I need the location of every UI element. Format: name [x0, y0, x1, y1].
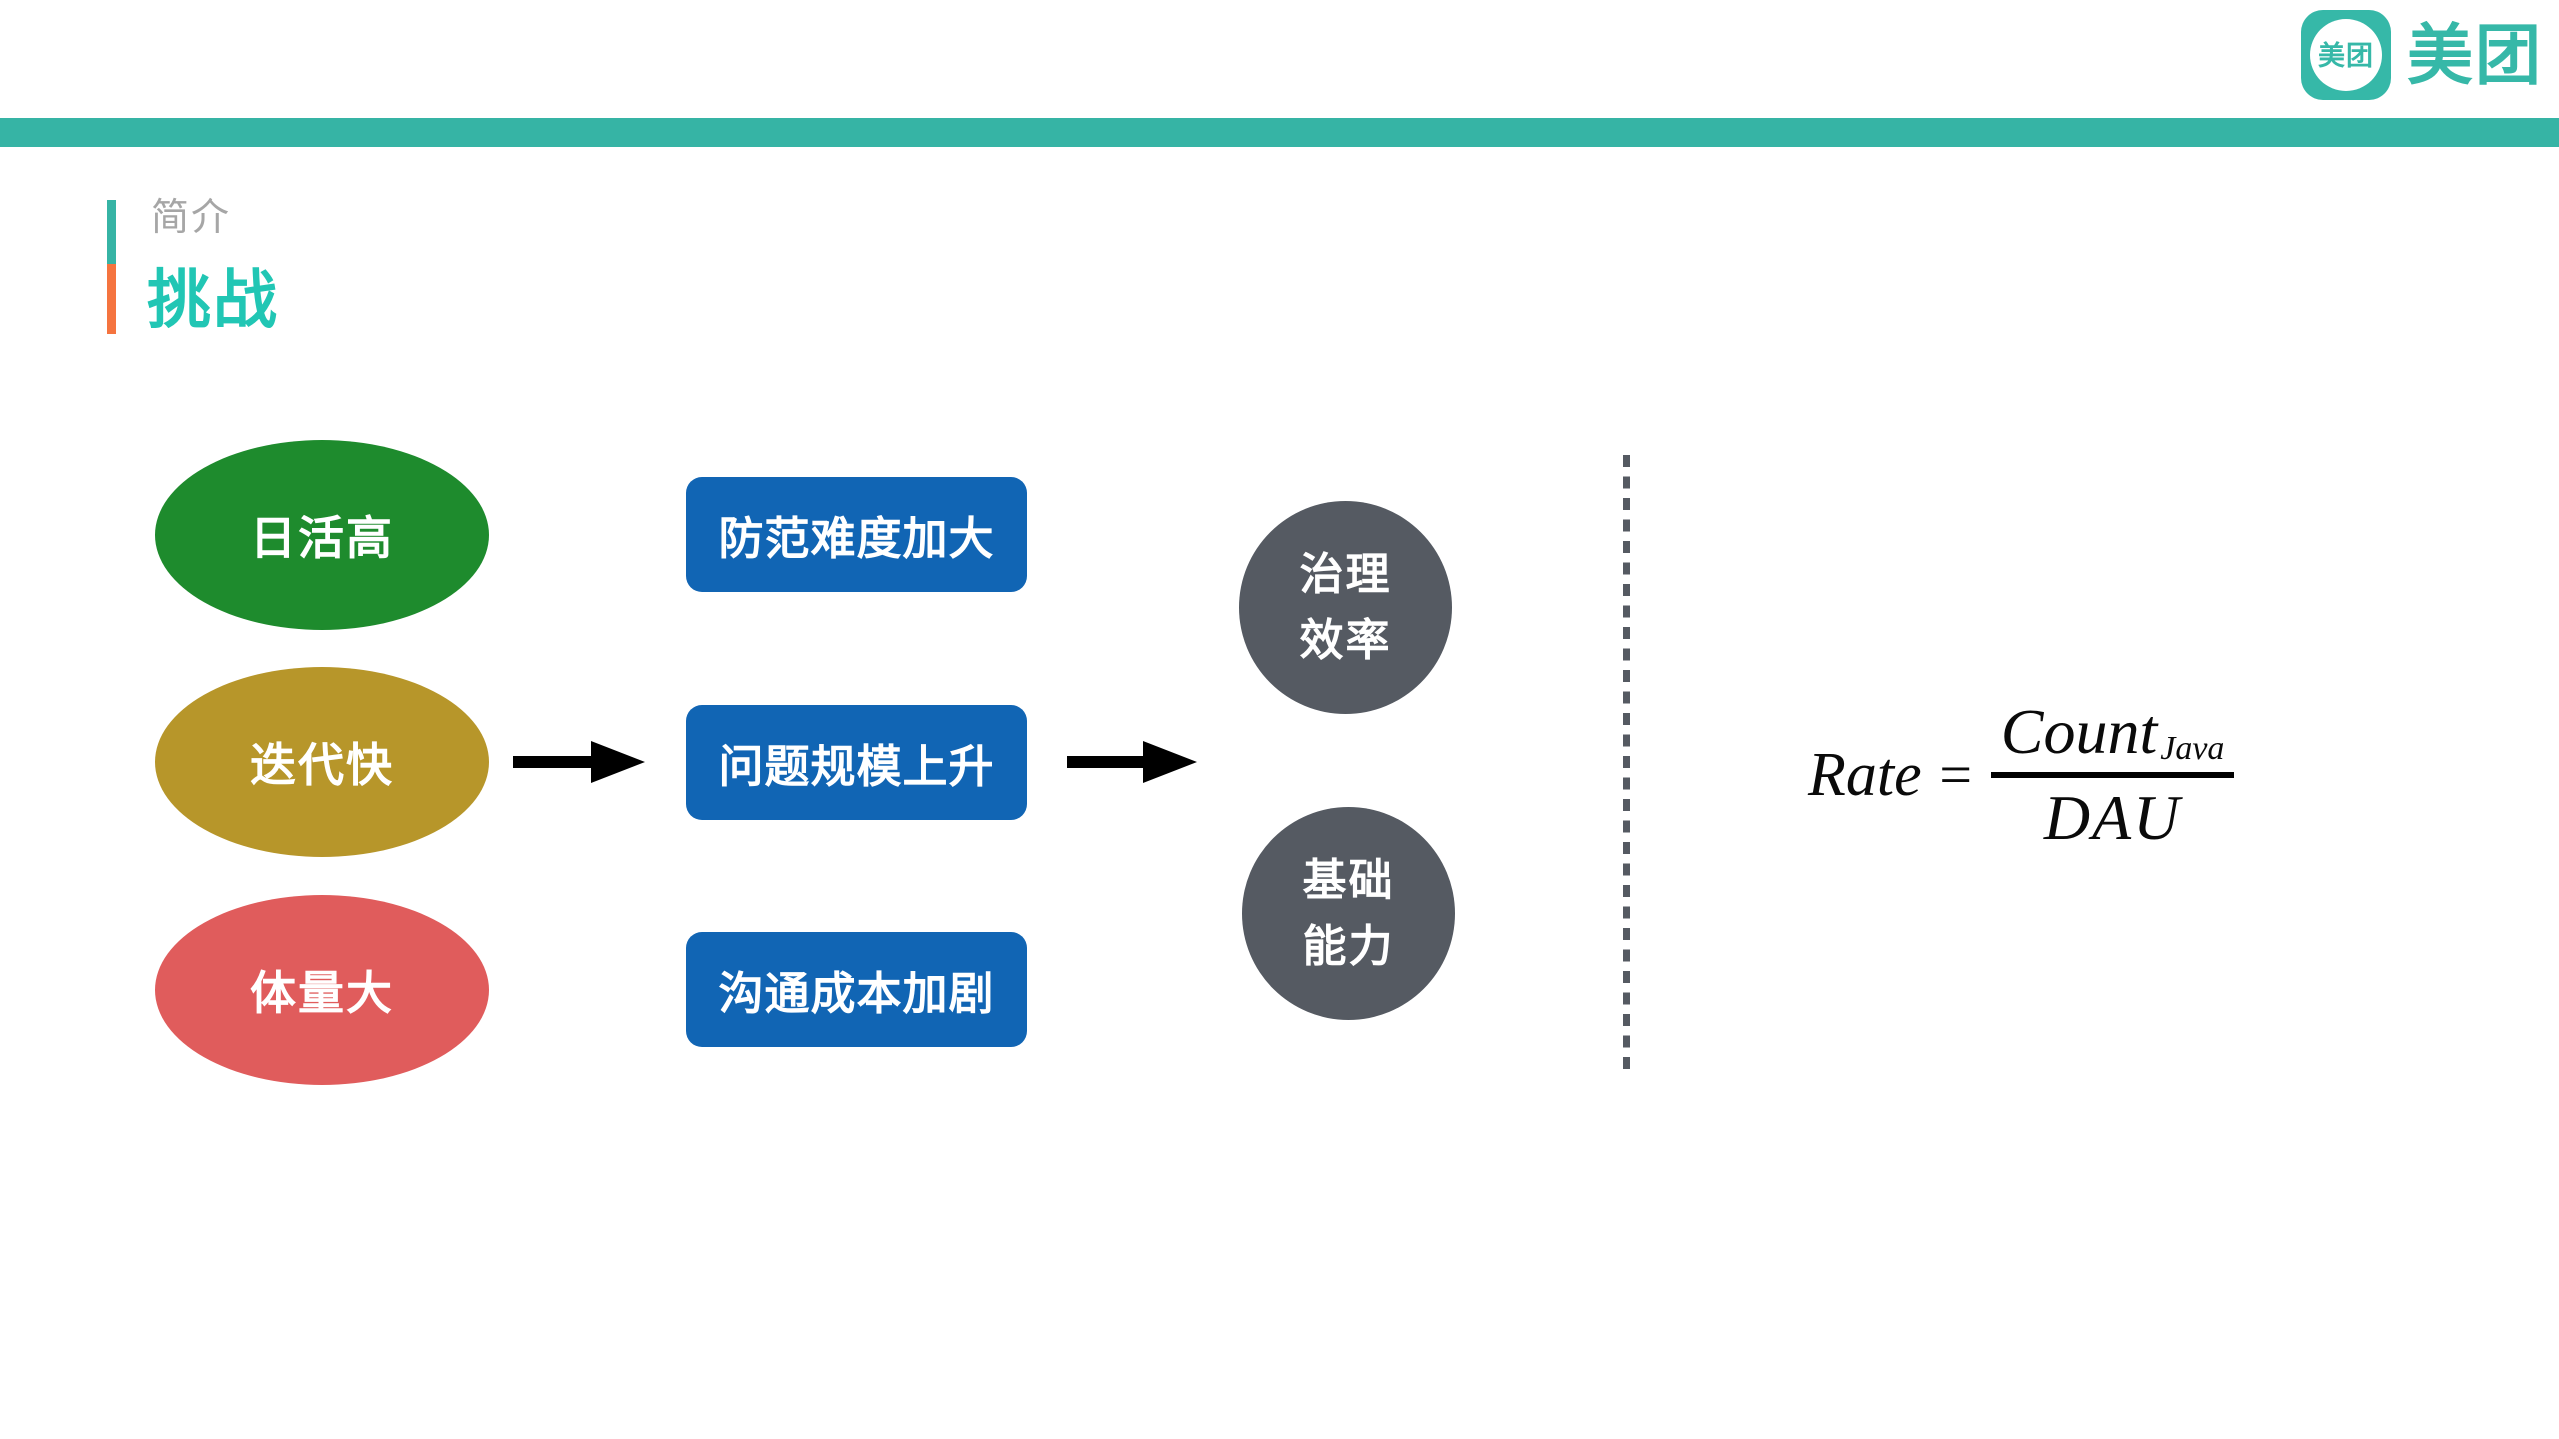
- title-accent-bar-orange: [107, 264, 116, 334]
- arrow-right-icon: [1067, 741, 1197, 783]
- meituan-logo-icon-circle: 美团: [2310, 19, 2382, 91]
- cause-ellipse-fast-iteration: 迭代快: [155, 667, 489, 857]
- outcome-line: 治理: [1299, 549, 1392, 599]
- cause-ellipse-daily-active: 日活高: [155, 440, 489, 630]
- formula-denominator: DAU: [2043, 782, 2182, 853]
- meituan-logo-wordmark: 美团: [2407, 18, 2543, 92]
- fraction-bar: [1990, 772, 2235, 778]
- eyebrow-accent-bar-teal: [107, 200, 116, 264]
- formula-numerator-subscript: Java: [2160, 730, 2225, 767]
- arrow-head: [1143, 741, 1197, 783]
- formula-numerator-main: Count: [2000, 696, 2158, 767]
- formula-equals-sign: =: [1935, 742, 1975, 807]
- outcome-line: 能力: [1302, 921, 1395, 971]
- outcome-circle-basic-capability: 基础 能力: [1242, 807, 1455, 1020]
- outcome-circle-governance-efficiency: 治理 效率: [1239, 501, 1452, 714]
- formula-lhs: Rate: [1808, 741, 1922, 809]
- header-accent-bar: [0, 118, 2559, 147]
- dotted-divider: [1623, 455, 1630, 1069]
- page-title: 挑战: [147, 264, 279, 336]
- rate-formula: Rate = Count Java DAU: [1808, 696, 2235, 853]
- effect-box-communication-cost: 沟通成本加剧: [686, 932, 1027, 1047]
- arrow-right-icon: [513, 741, 645, 783]
- meituan-logo: 美团 美团: [2301, 10, 2543, 100]
- meituan-logo-icon-text: 美团: [2318, 40, 2374, 71]
- formula-fraction: Count Java DAU: [1990, 696, 2235, 853]
- formula-numerator: Count Java: [1991, 696, 2235, 767]
- outcome-line: 基础: [1302, 855, 1395, 905]
- meituan-logo-icon: 美团: [2301, 10, 2391, 100]
- arrow-head: [591, 741, 645, 783]
- outcome-line: 效率: [1299, 615, 1392, 665]
- arrow-shaft: [1067, 756, 1143, 768]
- arrow-shaft: [513, 756, 591, 768]
- section-eyebrow: 简介: [151, 197, 232, 239]
- effect-box-prevention-difficulty: 防范难度加大: [686, 477, 1027, 592]
- effect-box-problem-scale: 问题规模上升: [686, 705, 1027, 820]
- cause-ellipse-large-volume: 体量大: [155, 895, 489, 1085]
